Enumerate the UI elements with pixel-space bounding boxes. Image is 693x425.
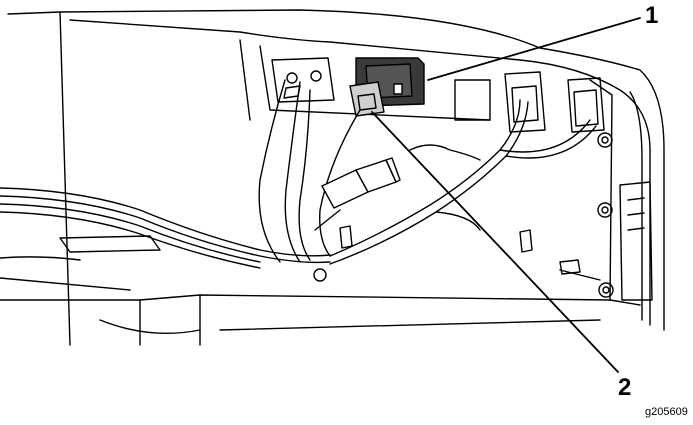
- plug-2: [349, 81, 385, 117]
- fasteners: [313, 132, 614, 298]
- housing-outline: [0, 9, 665, 346]
- left-switch-block: [271, 57, 335, 103]
- right-terminal-blocks: [504, 71, 605, 133]
- callout-number-1: 1: [645, 2, 659, 29]
- leader-lines: [371, 17, 641, 373]
- figure-id-label: g205609: [645, 406, 688, 418]
- leader-line-2: [371, 111, 619, 373]
- callout-number-2: 2: [618, 374, 632, 401]
- leader-line-1: [427, 17, 641, 81]
- wiring-harness: [0, 79, 597, 269]
- inline-connector: [321, 157, 401, 209]
